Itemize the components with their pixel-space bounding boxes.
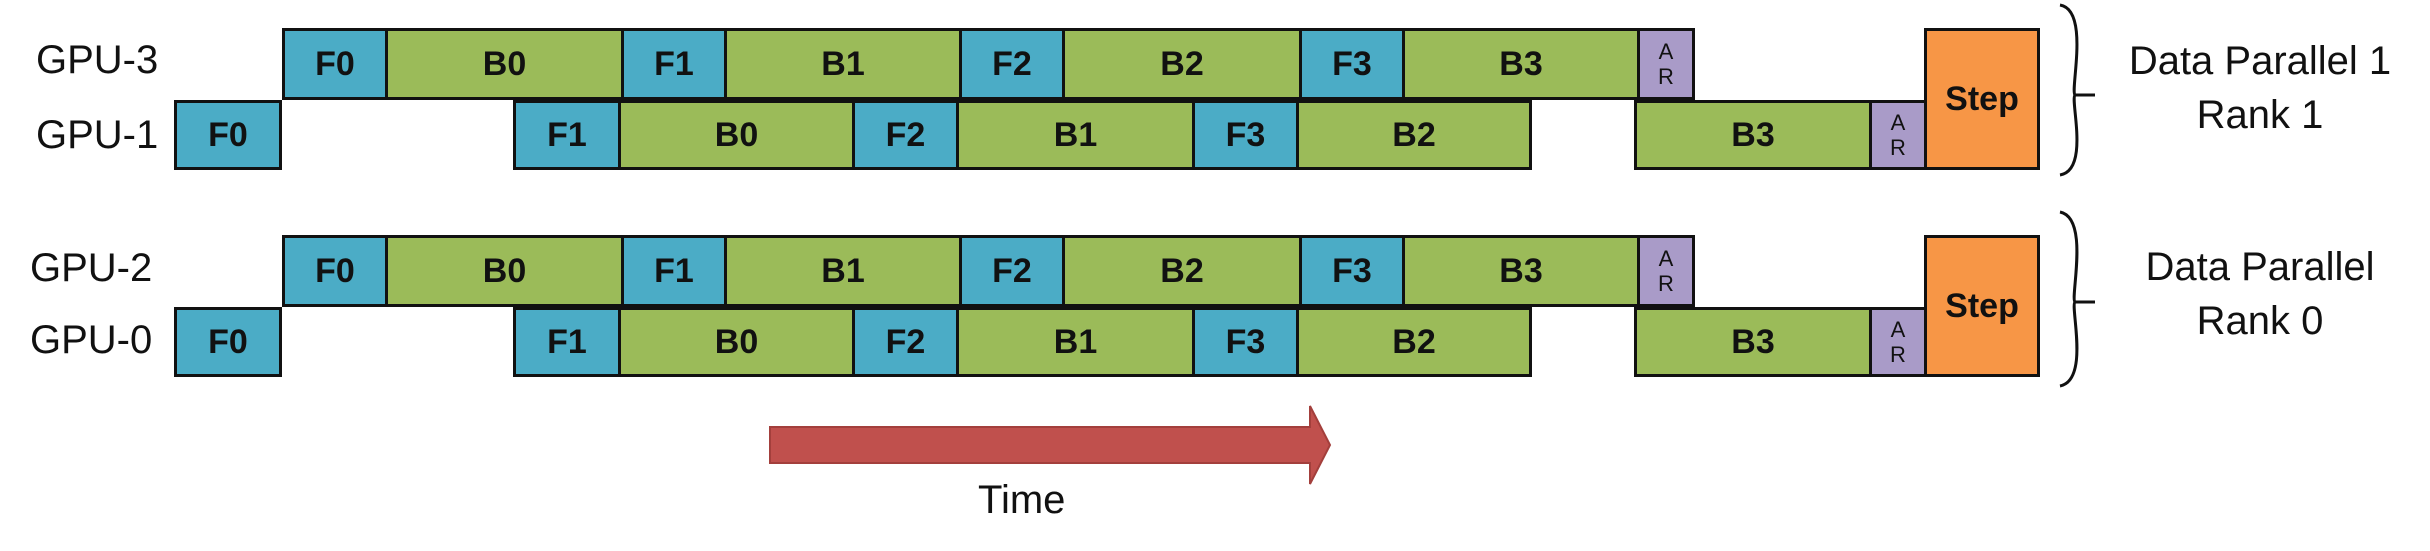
block-gpu3-allreduce: A R — [1637, 28, 1695, 100]
block-gpu1-b2: B2 — [1296, 100, 1532, 170]
block-gpu1-f0: F0 — [174, 100, 282, 170]
group-label-rank-1-line2: Rank 1 — [2196, 93, 2324, 137]
block-gpu2-f1: F1 — [621, 235, 727, 307]
brace-rank-0 — [2059, 210, 2095, 388]
block-gpu0-f3: F3 — [1192, 307, 1299, 377]
block-gpu3-b3: B3 — [1402, 28, 1640, 100]
block-gpu2-b3: B3 — [1402, 235, 1640, 307]
time-label: Time — [978, 478, 1066, 522]
gpu-label-gpu-0: GPU-0 — [30, 318, 153, 362]
step-block-rank-1: Step — [1924, 28, 2040, 170]
block-gpu0-f2: F2 — [852, 307, 959, 377]
time-arrow-icon — [769, 405, 1332, 485]
gpu-label-gpu-3: GPU-3 — [36, 38, 159, 82]
block-gpu1-b0: B0 — [618, 100, 855, 170]
block-gpu0-b2: B2 — [1296, 307, 1532, 377]
block-gpu1-f1: F1 — [513, 100, 621, 170]
allreduce-label: A R — [1658, 38, 1674, 89]
block-gpu1-b3: B3 — [1634, 100, 1872, 170]
group-label-rank-0: Data Parallel Rank 0 — [2095, 240, 2425, 348]
block-gpu3-b1: B1 — [724, 28, 962, 100]
block-gpu3-f0: F0 — [282, 28, 388, 100]
group-label-rank-1-line1: Data Parallel 1 — [2128, 39, 2392, 83]
allreduce-label: A R — [1658, 245, 1674, 296]
gpu-label-gpu-2: GPU-2 — [30, 246, 153, 290]
brace-rank-1 — [2059, 3, 2095, 177]
block-gpu2-f2: F2 — [959, 235, 1065, 307]
block-gpu2-f0: F0 — [282, 235, 388, 307]
block-gpu0-f0: F0 — [174, 307, 282, 377]
block-gpu1-f2: F2 — [852, 100, 959, 170]
step-block-rank-0: Step — [1924, 235, 2040, 377]
allreduce-label: A R — [1890, 316, 1906, 367]
block-gpu0-f1: F1 — [513, 307, 621, 377]
group-label-rank-1: Data Parallel 1 Rank 1 — [2095, 34, 2425, 142]
block-gpu2-b2: B2 — [1062, 235, 1302, 307]
block-gpu1-b1: B1 — [956, 100, 1195, 170]
group-label-rank-0-line1: Data Parallel — [2145, 245, 2375, 289]
block-gpu3-f3: F3 — [1299, 28, 1405, 100]
block-gpu2-allreduce: A R — [1637, 235, 1695, 307]
block-gpu0-b3: B3 — [1634, 307, 1872, 377]
block-gpu0-b0: B0 — [618, 307, 855, 377]
allreduce-label: A R — [1890, 109, 1906, 160]
block-gpu2-b0: B0 — [385, 235, 624, 307]
gpu-label-gpu-1: GPU-1 — [36, 113, 159, 157]
group-label-rank-0-line2: Rank 0 — [2196, 299, 2324, 343]
